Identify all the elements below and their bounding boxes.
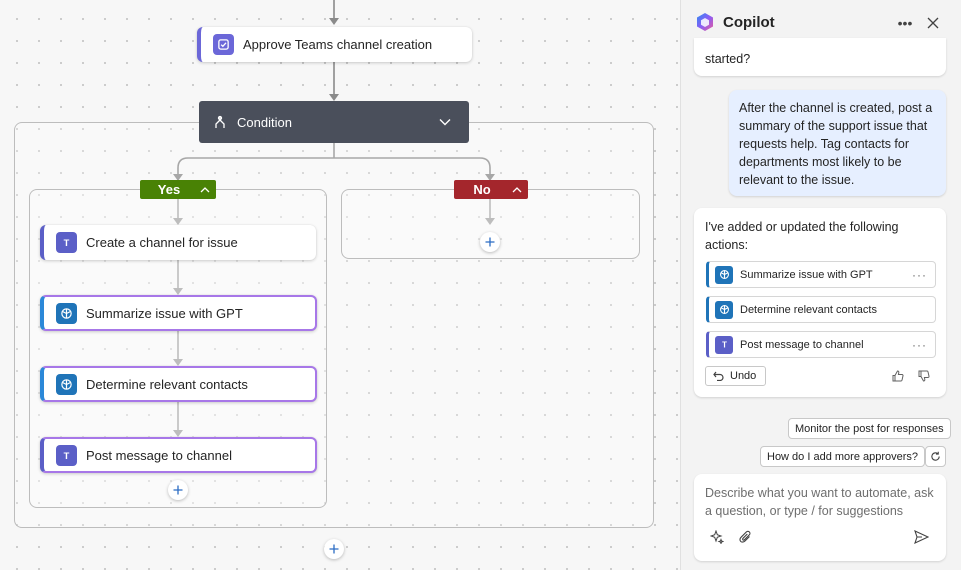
copilot-input-box[interactable]: Describe what you want to automate, ask … [694, 474, 946, 561]
chevron-up-icon [506, 186, 528, 193]
suggestion-monitor-post[interactable]: Monitor the post for responses [788, 418, 951, 439]
suggestion-label: Monitor the post for responses [795, 422, 944, 435]
yes-branch-toggle[interactable]: Yes [140, 180, 216, 199]
approval-icon [213, 34, 234, 55]
teams-icon: T [715, 335, 733, 354]
add-step-no-button[interactable] [480, 232, 500, 252]
determine-contacts-step[interactable]: Determine relevant contacts [40, 366, 317, 402]
connector-lines [173, 0, 495, 437]
thumbs-down-icon[interactable] [916, 368, 932, 384]
step-label: Create a channel for issue [86, 235, 238, 250]
copilot-input-placeholder: Describe what you want to automate, ask … [705, 486, 934, 518]
bot-response-text: I've added or updated the following acti… [705, 220, 899, 252]
undo-label: Undo [730, 370, 757, 382]
send-icon[interactable] [912, 529, 930, 545]
more-options-icon[interactable]: ··· [912, 337, 927, 352]
svg-text:T: T [64, 238, 70, 248]
condition-label: Condition [237, 114, 292, 130]
action-post-message[interactable]: T Post message to channel ··· [706, 331, 936, 358]
step-label: Post message to channel [86, 447, 232, 463]
bot-message-previous: started? [694, 38, 946, 76]
suggestion-add-approvers[interactable]: How do I add more approvers? [760, 446, 926, 467]
bot-response: I've added or updated the following acti… [694, 208, 946, 397]
user-message: After the channel is created, post a sum… [729, 90, 946, 196]
action-summarize[interactable]: Summarize issue with GPT ··· [706, 261, 936, 288]
condition-branch-icon [213, 115, 227, 129]
add-step-bottom-button[interactable] [324, 539, 344, 559]
sparkle-icon[interactable] [709, 529, 725, 545]
chevron-down-icon[interactable] [439, 118, 451, 126]
svg-text:T: T [64, 451, 70, 461]
chevron-up-icon [194, 186, 216, 193]
summarize-issue-step[interactable]: Summarize issue with GPT [40, 295, 317, 331]
create-channel-step[interactable]: T Create a channel for issue [40, 225, 316, 260]
attach-icon[interactable] [737, 529, 753, 545]
step-label: Approve Teams channel creation [243, 37, 433, 52]
yes-label: Yes [157, 182, 181, 197]
condition-block[interactable]: Condition [199, 101, 469, 143]
suggestion-label: How do I add more approvers? [767, 450, 919, 463]
copilot-panel: Copilot ••• started? After the channel i… [680, 0, 961, 570]
refresh-suggestions-icon[interactable] [925, 446, 946, 467]
ai-builder-icon [56, 302, 77, 324]
teams-icon: T [56, 444, 77, 466]
copilot-title: Copilot [723, 14, 775, 31]
more-options-icon[interactable]: ··· [912, 267, 927, 282]
action-label: Determine relevant contacts [740, 303, 877, 316]
add-step-yes-button[interactable] [168, 480, 188, 500]
undo-icon [713, 371, 724, 381]
svg-text:T: T [722, 341, 727, 350]
thumbs-up-icon[interactable] [890, 368, 906, 384]
post-message-step[interactable]: T Post message to channel [40, 437, 317, 473]
approve-teams-channel-step[interactable]: Approve Teams channel creation [197, 27, 472, 62]
action-determine-contacts[interactable]: Determine relevant contacts [706, 296, 936, 323]
no-label: No [473, 182, 491, 197]
ai-builder-icon [715, 265, 733, 284]
copilot-logo-icon [695, 12, 715, 37]
close-icon[interactable] [924, 14, 942, 32]
teams-icon: T [56, 232, 77, 253]
action-label: Post message to channel [740, 338, 864, 351]
action-label: Summarize issue with GPT [740, 268, 873, 281]
ai-builder-icon [56, 373, 77, 395]
user-message-text: After the channel is created, post a sum… [739, 101, 933, 187]
flow-canvas[interactable]: Approve Teams channel creation Condition… [0, 0, 680, 570]
more-options-icon[interactable]: ••• [897, 15, 913, 31]
bot-message-text: started? [705, 52, 751, 66]
ai-builder-icon [715, 300, 733, 319]
step-label: Summarize issue with GPT [86, 305, 243, 321]
undo-button[interactable]: Undo [705, 366, 766, 386]
step-label: Determine relevant contacts [86, 376, 248, 392]
no-branch-toggle[interactable]: No [454, 180, 528, 199]
